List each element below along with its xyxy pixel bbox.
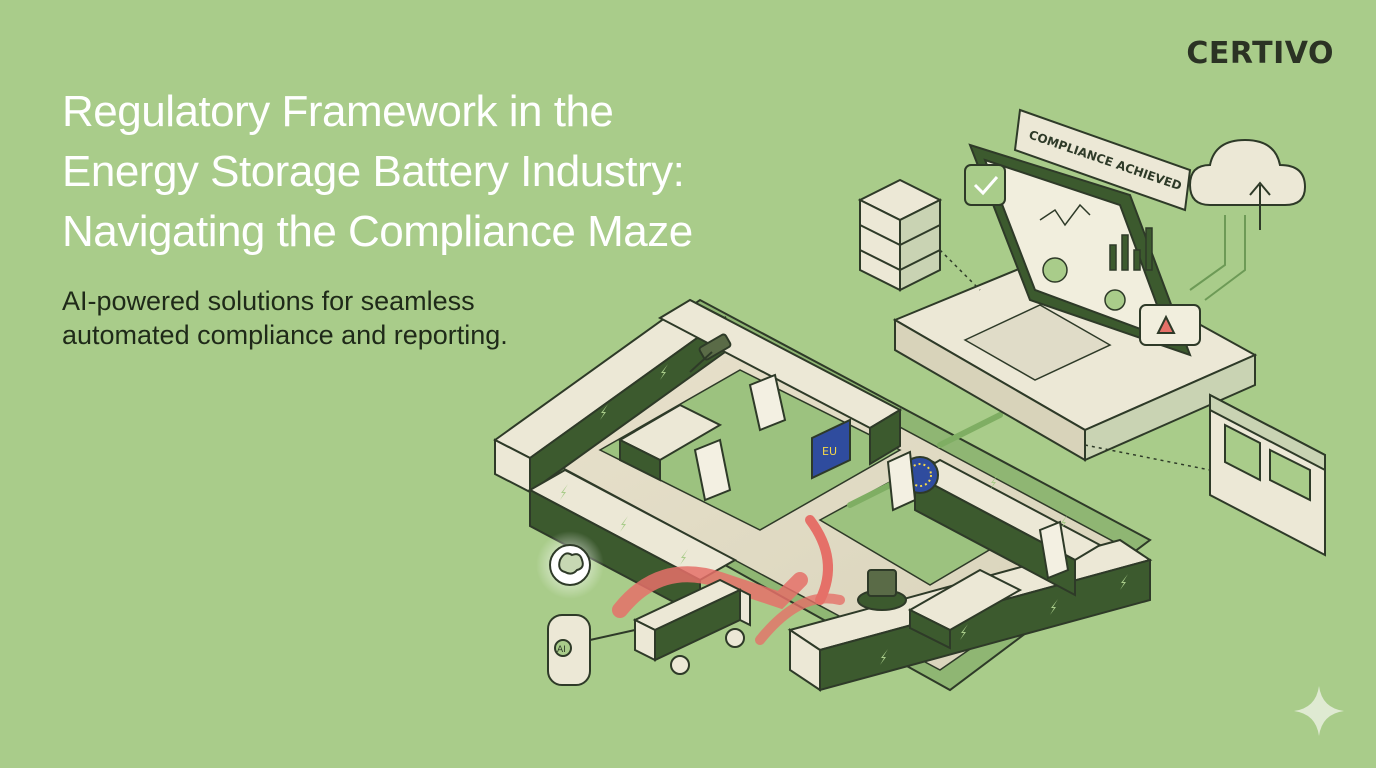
robot-badge-label: AI	[557, 645, 566, 655]
laptop-icon	[892, 143, 1258, 462]
cloud-upload-icon	[1188, 138, 1307, 301]
gavel-icon	[689, 333, 907, 611]
eu-flag-icon: EU	[811, 418, 939, 494]
robot-icon: AI	[536, 531, 636, 686]
warning-icon	[1139, 304, 1201, 346]
subtitle-line-2: automated compliance and reporting.	[62, 320, 508, 350]
connection-lines	[939, 249, 1211, 471]
title-line-2: Energy Storage Battery Industry:	[62, 147, 685, 196]
server-stack-icon	[857, 178, 943, 292]
sparkle-icon	[1294, 686, 1344, 736]
battery-icon	[560, 364, 1128, 665]
subtitle-line-1: AI-powered solutions for seamless	[62, 286, 475, 316]
subtitle: AI-powered solutions for seamless automa…	[62, 284, 622, 352]
eu-flag-label: EU	[822, 445, 837, 458]
truck-icon	[632, 578, 751, 675]
brain-icon	[558, 552, 584, 575]
title-line-3: Navigating the Compliance Maze	[62, 207, 693, 256]
battery-wall-back-right	[657, 298, 903, 466]
checkmark-icon	[964, 164, 1006, 206]
dashboard-chart	[1039, 203, 1153, 311]
page-title: Regulatory Framework in the Energy Stora…	[62, 82, 882, 262]
brand-logo: CERTIVO	[1186, 36, 1334, 71]
document-icon	[693, 373, 1070, 580]
battery-cells-inner	[617, 403, 1023, 650]
title-line-1: Regulatory Framework in the	[62, 87, 614, 136]
browser-window-icon	[1209, 393, 1326, 557]
